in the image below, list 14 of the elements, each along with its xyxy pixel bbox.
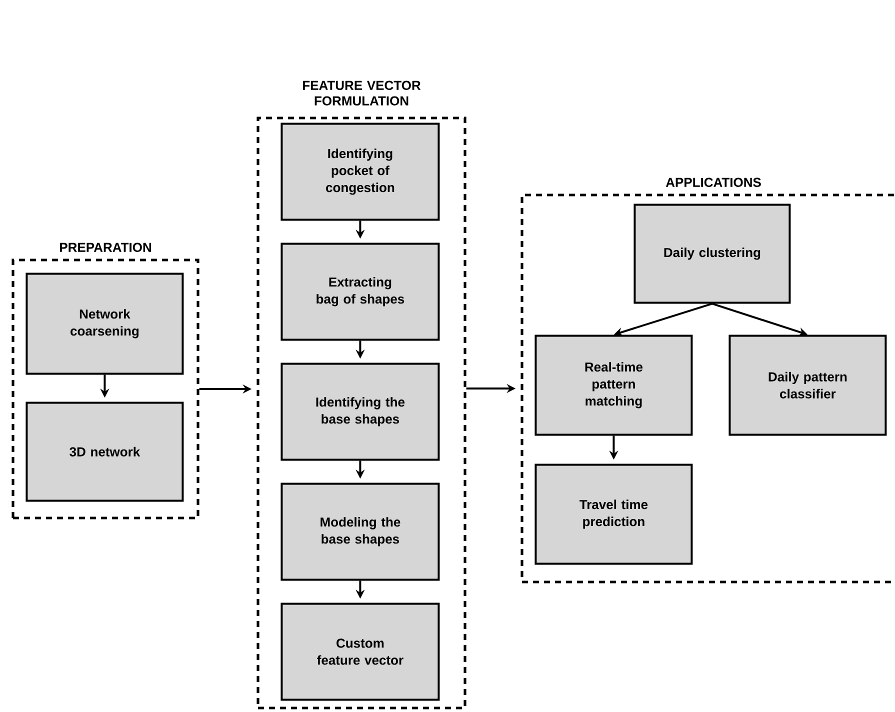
node-label: FEATURE VECTOR FORMULATION bbox=[303, 80, 421, 106]
process-box: Identifying pocket of congestion bbox=[280, 122, 440, 221]
node-label: PREPARATION bbox=[60, 242, 151, 252]
process-box: Network coarsening bbox=[26, 272, 184, 375]
process-box: Daily pattern classifier bbox=[728, 334, 887, 436]
node-label: APPLICATIONS bbox=[666, 178, 761, 187]
process-box: Modeling the base shapes bbox=[280, 482, 440, 581]
process-box: Identifying the base shapes bbox=[280, 362, 440, 461]
process-box: 3D network bbox=[26, 402, 184, 502]
process-box: Extracting bag of shapes bbox=[280, 242, 440, 341]
process-box: Custom feature vector bbox=[280, 602, 440, 701]
process-box: Real-time pattern matching bbox=[534, 334, 693, 436]
process-box: Daily clustering bbox=[634, 204, 791, 304]
process-box: Travel time prediction bbox=[534, 464, 693, 565]
